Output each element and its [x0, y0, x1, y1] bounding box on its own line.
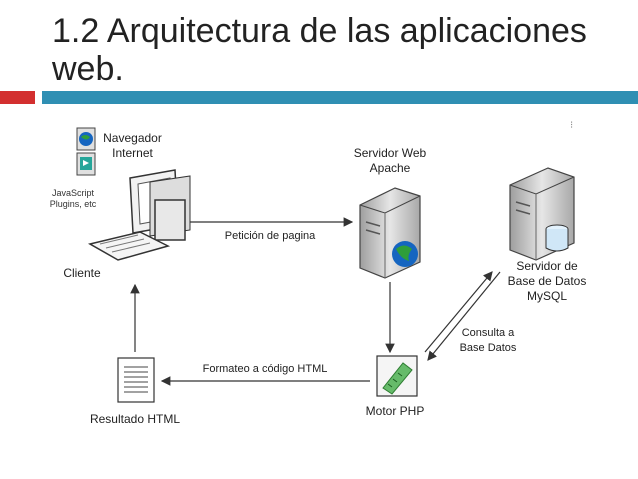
web-server-icon: [359, 187, 421, 279]
database-server-icon: [509, 167, 575, 261]
browser-icon: [76, 127, 96, 151]
client-computer-icon: [87, 169, 191, 261]
web-server-label: Servidor Web Apache: [353, 146, 427, 175]
database-server-label: Servidor de Base de Datos MySQL: [507, 259, 587, 303]
request-label: Petición de pagina: [224, 230, 316, 242]
client-label: Cliente: [63, 266, 101, 280]
browser-label: Navegador Internet: [103, 131, 162, 160]
php-engine-label: Motor PHP: [365, 404, 425, 418]
javascript-plugin-icon: [76, 152, 96, 176]
query-response-arrow: [427, 271, 501, 361]
javascript-label: JavaScript Plugins, etc: [49, 188, 97, 209]
format-label: Formateo a código HTML: [202, 363, 328, 375]
title-accent-blue-bar: [42, 91, 638, 104]
query-arrow: [424, 271, 493, 353]
php-engine-icon: [376, 355, 418, 397]
title-accent-red-bar: [0, 91, 35, 104]
query-label: Consulta a Base Datos: [459, 327, 517, 354]
decorative-mark: ⁝: [570, 120, 574, 131]
slide-title: 1.2 Arquitectura de las aplicaciones web…: [52, 12, 587, 88]
html-document-icon: [117, 357, 155, 403]
result-html-label: Resultado HTML: [89, 412, 181, 426]
